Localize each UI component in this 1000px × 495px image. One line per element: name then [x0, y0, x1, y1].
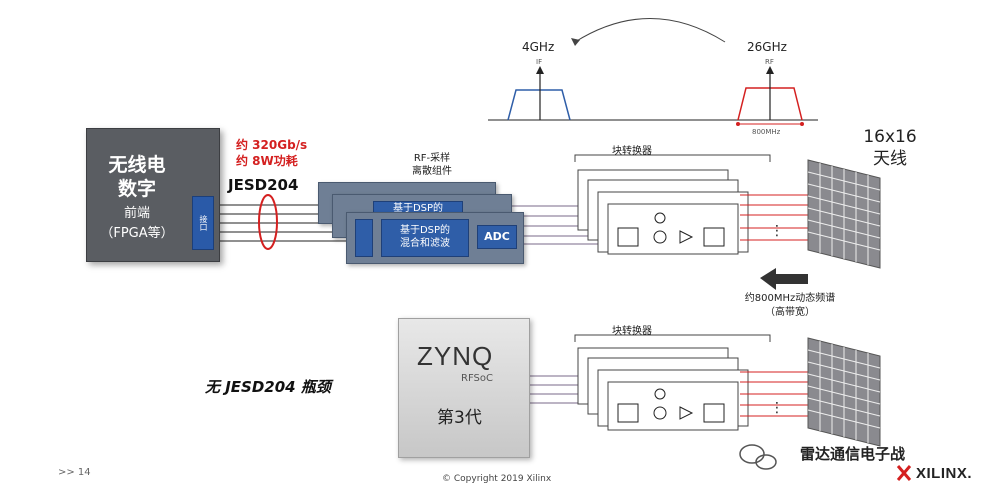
bandwidth-note-2: （高带宽）	[765, 307, 815, 318]
zynq-sub: RFSoC	[461, 373, 493, 384]
converter-label-bottom: 块转换器	[612, 326, 652, 337]
if-sub: IF	[536, 58, 543, 66]
digital-frontend-fpga: 无线电 数字 前端 （FPGA等）	[86, 128, 220, 262]
frontend-line1: 无线电	[108, 154, 166, 176]
jesd-label: JESD204	[228, 176, 299, 194]
bw-label: 800MHz	[752, 128, 781, 136]
link-rate: 约 320Gb/s	[236, 138, 308, 152]
svg-text:⋮: ⋮	[770, 400, 784, 416]
rf-card-front: 基于DSP的 混合和滤波 ADC	[346, 212, 524, 264]
dsp-label-1: 基于DSP的	[399, 225, 451, 236]
no-jesd-label: 无 JESD204 瓶颈	[205, 378, 331, 396]
jesd-bottleneck-ellipse	[258, 194, 278, 250]
if-freq: 4GHz	[522, 40, 555, 54]
wechat-account: 雷达通信电子战	[800, 445, 906, 463]
card-port	[355, 219, 373, 257]
page-number: >> 14	[58, 467, 91, 478]
frontend-line4: （FPGA等）	[100, 226, 174, 241]
bandwidth-note-1: 约800MHz动态频谱	[744, 293, 836, 304]
link-power: 约 8W功耗	[236, 154, 298, 168]
frontend-line3: 前端	[123, 206, 150, 221]
jesd-port: 接口	[192, 196, 214, 250]
zynq-gen: 第3代	[437, 408, 482, 428]
zynq-logo: ZYNQ	[417, 341, 494, 371]
xilinx-logo-mark	[896, 465, 912, 481]
zynq-rfsoc-chip: ZYNQ RFSoC 第3代	[398, 318, 530, 458]
freq-arc	[574, 18, 726, 43]
converter-bracket-top	[574, 154, 771, 162]
frontend-line2: 数字	[117, 178, 156, 200]
antenna-array-top	[807, 159, 881, 269]
adc-block: ADC	[477, 225, 517, 249]
rf-freq: 26GHz	[747, 40, 787, 54]
xilinx-brand: XILINX.	[916, 465, 973, 482]
antenna-array-bottom	[807, 337, 881, 447]
converter-label-top: 块转换器	[612, 146, 652, 157]
rf-sampling-title-1: RF-采样	[413, 153, 451, 164]
converter-bracket-bottom	[574, 334, 771, 342]
rf-sampling-title-2: 离散组件	[412, 166, 452, 177]
left-arrow	[760, 268, 808, 290]
antenna-label-2: 天线	[873, 149, 907, 169]
if-spectrum	[507, 89, 571, 121]
rf-sub: RF	[765, 58, 774, 66]
dsp-block: 基于DSP的 混合和滤波	[381, 219, 469, 257]
copyright: © Copyright 2019 Xilinx	[442, 474, 552, 484]
svg-text:⋮: ⋮	[770, 223, 784, 239]
dsp-label-2: 混合和滤波	[400, 238, 450, 249]
antenna-label-1: 16x16	[863, 127, 917, 147]
wechat-icon	[739, 444, 777, 470]
